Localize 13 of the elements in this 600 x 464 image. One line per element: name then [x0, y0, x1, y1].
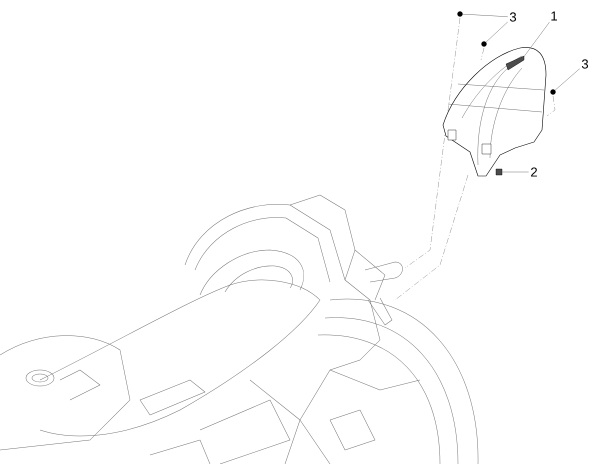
callout-number: 1: [551, 12, 557, 20]
leader-line: [554, 68, 580, 90]
callout-number: 3: [510, 12, 516, 22]
callout-number: 2: [531, 167, 537, 177]
leader-line: [462, 14, 508, 17]
clip-icon: [496, 168, 502, 176]
screw-icon: [457, 11, 463, 17]
callout-number: 3: [582, 59, 588, 69]
leader-line: [486, 22, 508, 42]
screw-icon: [481, 41, 487, 47]
hugger-drawing: [442, 47, 546, 176]
screw-icon: [550, 89, 556, 95]
leader-line: [521, 22, 550, 60]
